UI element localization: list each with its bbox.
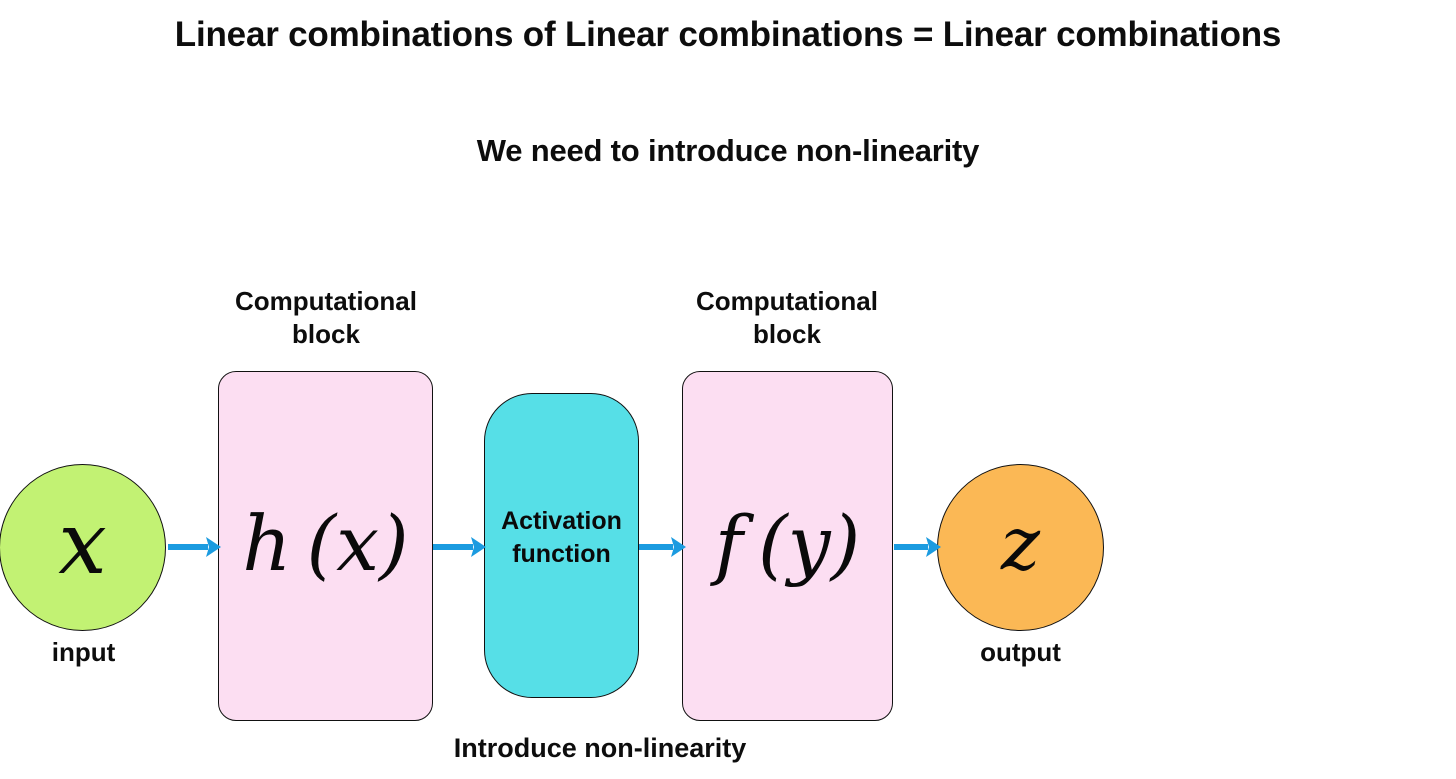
caption-line-1: Computational bbox=[696, 286, 878, 316]
input-node: 𝑥 bbox=[0, 464, 166, 631]
computational-block-h: ℎ (𝑥) bbox=[218, 371, 433, 721]
page-subtitle: We need to introduce non-linearity bbox=[476, 133, 980, 168]
output-node-label: output bbox=[980, 637, 1061, 667]
output-node: 𝑧 bbox=[937, 464, 1104, 631]
activation-label-line-1: Activation bbox=[501, 507, 622, 535]
input-node-symbol: 𝑥 bbox=[58, 493, 107, 594]
arrow-activation-to-f bbox=[639, 532, 687, 562]
arrow-input-to-h bbox=[168, 532, 222, 562]
arrow-f-to-output bbox=[894, 532, 942, 562]
computational-block-f: 𝑓 (𝑦) bbox=[682, 371, 893, 721]
bottom-caption: Introduce non-linearity bbox=[453, 733, 747, 763]
activation-function-label: Activation function bbox=[464, 505, 659, 571]
caption-line-2: block bbox=[292, 319, 360, 349]
caption-computational-block-1: Computational block bbox=[205, 285, 447, 351]
block-f-symbol: 𝑓 (𝑦) bbox=[714, 499, 861, 588]
arrow-h-to-activation bbox=[433, 532, 487, 562]
output-node-symbol: 𝑧 bbox=[1001, 500, 1040, 587]
caption-computational-block-2: Computational block bbox=[666, 285, 908, 351]
caption-line-1: Computational bbox=[235, 286, 417, 316]
caption-line-2: block bbox=[753, 319, 821, 349]
page-title: Linear combinations of Linear combinatio… bbox=[174, 15, 1282, 54]
block-h-symbol: ℎ (𝑥) bbox=[242, 499, 409, 588]
input-node-label: input bbox=[51, 637, 116, 667]
activation-function-block bbox=[484, 393, 639, 698]
activation-label-line-2: function bbox=[512, 540, 611, 568]
